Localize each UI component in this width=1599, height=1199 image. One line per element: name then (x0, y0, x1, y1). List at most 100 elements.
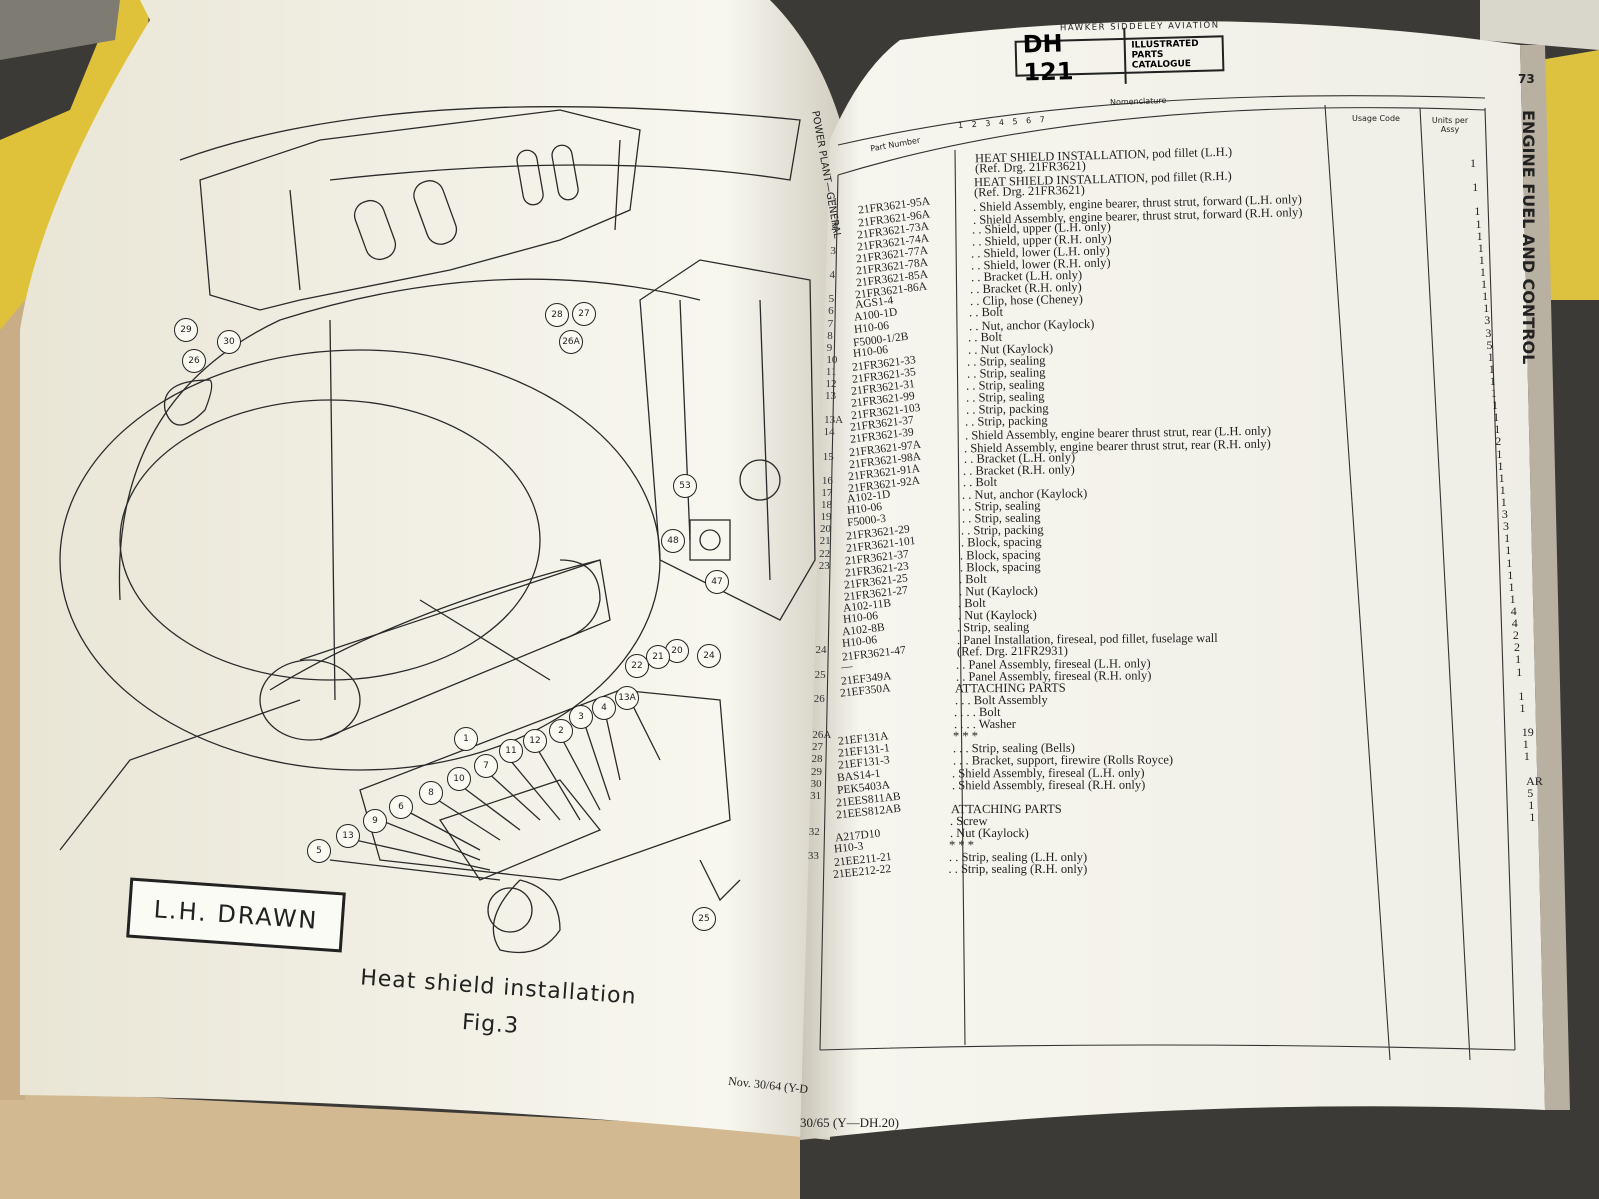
parts-row-quantity: 2 (1514, 640, 1520, 655)
callout-circle: 10 (447, 767, 471, 791)
parts-row-quantity: 1 (1482, 289, 1489, 304)
callout-circle: 7 (474, 754, 498, 778)
parts-row-fig: 1 (832, 196, 838, 209)
parts-row-quantity: 19 (1521, 725, 1534, 740)
parts-row-quantity: 1 (1490, 386, 1497, 401)
parts-row-fig: 25 (814, 668, 826, 681)
callout-circle: 4 (592, 696, 616, 720)
parts-row-fig: 27 (811, 741, 823, 754)
left-page (20, 0, 850, 1140)
callout-circle: 26A (559, 330, 583, 354)
parts-row-fig: 24 (815, 644, 827, 657)
callout-circle: 27 (572, 302, 596, 326)
parts-row-fig: 13A (824, 414, 844, 427)
page-edges-bottom (0, 1090, 800, 1199)
parts-row-quantity: 1 (1487, 349, 1494, 364)
parts-row-fig: 23 (818, 559, 830, 572)
parts-row-quantity: 1 (1493, 410, 1500, 425)
callout-circle: 53 (673, 474, 697, 498)
parts-row-quantity: 1 (1499, 482, 1506, 497)
callout-circle: 24 (697, 644, 721, 668)
parts-row-quantity: 1 (1488, 361, 1495, 376)
callout-circle: 8 (419, 781, 443, 805)
parts-row-fig: 8 (827, 329, 833, 342)
parts-row-quantity: 3 (1484, 313, 1491, 328)
parts-row-quantity: 1 (1509, 591, 1516, 606)
parts-row-quantity: 1 (1500, 495, 1507, 510)
parts-row-fig: 22 (819, 547, 831, 560)
parts-row-quantity: 1 (1492, 398, 1498, 413)
parts-row-quantity: 1 (1477, 240, 1484, 255)
parts-row-quantity: 5 (1527, 785, 1534, 800)
parts-row-description: . . Strip, sealing (R.H. only) (948, 862, 1088, 877)
callout-circle: 29 (174, 318, 198, 342)
heat-shield-panel (199, 109, 641, 311)
callout-circle: 25 (692, 907, 716, 931)
callout-circle: 28 (545, 303, 569, 327)
parts-row-fig: 15 (822, 450, 834, 463)
parts-row-quantity: 1 (1507, 567, 1514, 582)
firewall-frame (639, 259, 816, 621)
parts-row-fig: 7 (827, 317, 834, 330)
parts-row-quantity: 1 (1504, 531, 1511, 546)
parts-row-fig: 21 (819, 535, 831, 548)
parts-row-fig: 30 (810, 777, 822, 790)
parts-row-quantity: 1 (1515, 652, 1522, 667)
parts-row-fig: 17 (821, 487, 833, 500)
callout-circle: 12 (523, 729, 547, 753)
parts-row-quantity: 1 (1478, 252, 1485, 267)
parts-row-fig: 20 (820, 523, 832, 536)
parts-row-fig: 3 (830, 244, 836, 257)
page-number: 73 (1518, 72, 1535, 86)
callout-circle: 13A (615, 686, 639, 710)
parts-row-quantity: 1 (1481, 277, 1487, 292)
parts-row-quantity: 1 (1479, 264, 1486, 279)
parts-row-fig: 16 (821, 474, 833, 487)
parts-row-quantity: 1 (1505, 543, 1512, 558)
parts-row-quantity: 1 (1522, 737, 1529, 752)
parts-row-quantity: 1 (1494, 422, 1501, 437)
parts-row-quantity: 1 (1483, 301, 1490, 316)
parts-row-quantity: 3 (1501, 507, 1508, 522)
parts-row-fig: 11 (825, 365, 837, 378)
parts-row-quantity: 2 (1512, 628, 1519, 643)
right-page-footer: 30/65 (Y—DH.20) (800, 1115, 899, 1130)
parts-row-fig: 26A (812, 729, 832, 742)
parts-row-fig: 12 (825, 378, 837, 391)
right-page (800, 21, 1545, 1140)
parts-row-quantity: 1 (1529, 809, 1536, 824)
callout-circle: 21 (646, 645, 670, 669)
parts-row-quantity: 1 (1470, 156, 1476, 170)
parts-row-quantity: 1 (1472, 180, 1479, 195)
parts-row-fig: 26 (813, 692, 825, 705)
parts-row-part-number: — (840, 659, 854, 674)
parts-row-description: . Shield Assembly, fireseal (R.H. only) (951, 777, 1145, 792)
parts-row-quantity: 3 (1503, 519, 1509, 534)
parts-row-fig: 14 (823, 426, 835, 439)
callout-circle: 22 (625, 654, 649, 678)
parts-row-fig: 10 (826, 353, 838, 366)
parts-row-quantity: 1 (1518, 688, 1525, 703)
callout-circle: 26 (182, 349, 206, 373)
parts-row-quantity: 4 (1511, 616, 1518, 631)
callout-circle: 1 (454, 727, 478, 751)
parts-row-quantity: 4 (1510, 604, 1517, 618)
parts-row-quantity: 1 (1523, 749, 1530, 764)
parts-row-quantity: 1 (1476, 228, 1483, 243)
callout-circle: 48 (661, 529, 685, 553)
parts-row-fig: 32 (808, 826, 820, 839)
callout-circle: 9 (363, 809, 387, 833)
callout-circle: 13 (336, 824, 360, 848)
parts-row-quantity: 2 (1495, 434, 1502, 449)
parts-row-fig: 18 (820, 499, 832, 512)
parts-row-fig: 13 (825, 390, 836, 403)
parts-row-quantity: 1 (1506, 555, 1513, 570)
parts-row-fig: 33 (807, 850, 819, 863)
parts-row-fig: 28 (811, 753, 823, 766)
parts-row-fig: 5 (828, 293, 835, 306)
parts-row-fig: 4 (829, 269, 836, 282)
parts-row-fig: 6 (828, 305, 834, 318)
parts-row-quantity: 1 (1508, 579, 1515, 594)
parts-row-fig: 29 (811, 765, 823, 778)
